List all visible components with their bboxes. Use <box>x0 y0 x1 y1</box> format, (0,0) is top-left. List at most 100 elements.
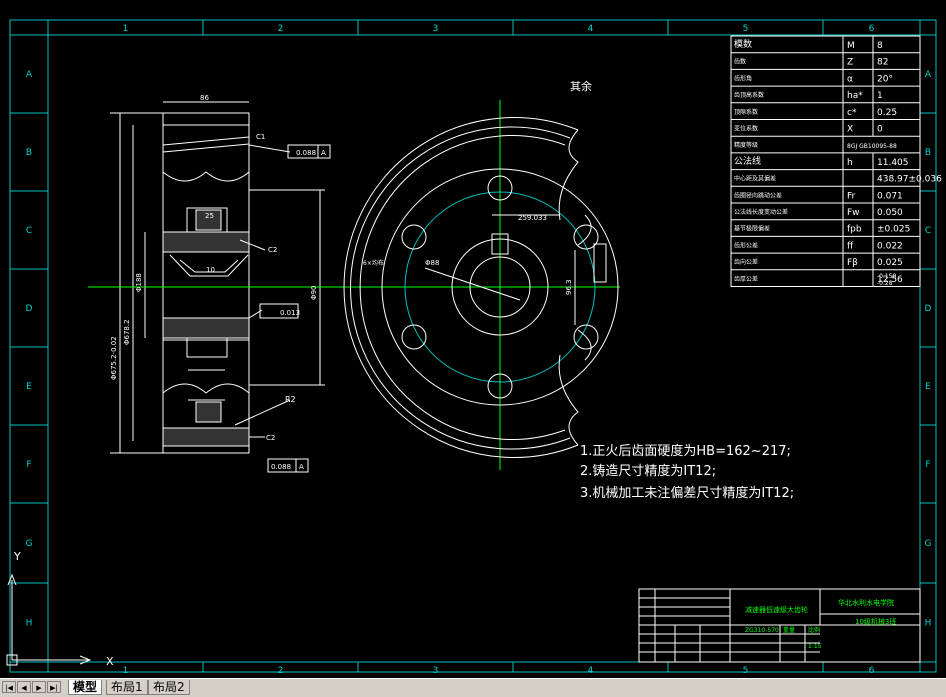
param-name: 公法线长度变动公差 <box>734 208 788 216</box>
param-symbol: h <box>847 158 853 168</box>
drawing-frame <box>9 19 937 673</box>
row-label: D <box>925 304 932 314</box>
dim-key-width: 25 <box>205 212 214 220</box>
first-tab-button[interactable]: |◀ <box>2 681 16 693</box>
tech-note-3: 3.机械加工未注偏差尺寸精度为IT12; <box>580 485 794 501</box>
param-symbol: ha* <box>847 91 863 101</box>
param-symbol: ff <box>847 241 854 251</box>
column-label: 2 <box>278 666 284 676</box>
prev-tab-button[interactable]: ◀ <box>17 681 31 693</box>
param-symbol: Fβ <box>847 258 858 268</box>
gear-front-view[interactable] <box>343 117 619 458</box>
tab-layout1[interactable]: 布局1 <box>106 680 148 695</box>
dim-hub-diameter: Φ188 <box>135 273 143 292</box>
row-label: B <box>925 148 931 158</box>
param-value: 11.405 <box>877 158 909 168</box>
dim-root-diameter: Φ678.2 <box>123 319 131 345</box>
param-name: 齿数 <box>734 58 746 66</box>
dim-bore-2: Φ88 <box>425 259 439 267</box>
section-view[interactable] <box>110 101 331 473</box>
tolerance-ref-1: A <box>321 149 326 157</box>
param-symbol: c* <box>847 108 857 118</box>
layout-tab-bar: |◀ ◀ ▶ ▶| 模型 布局1 布局2 <box>0 678 946 697</box>
param-symbol: Fr <box>847 191 856 201</box>
row-label: D <box>26 304 33 314</box>
title-block <box>638 588 921 663</box>
dim-holes: 6×均布 <box>363 259 384 267</box>
param-name: 齿形公差 <box>734 241 758 249</box>
row-label: F <box>925 460 930 470</box>
param-value: 1 <box>877 91 883 101</box>
row-label: A <box>26 70 33 80</box>
title-block-scale: 1:15 <box>808 643 822 650</box>
row-label: F <box>26 460 31 470</box>
dim-depth: 10 <box>206 266 215 274</box>
param-name: 齿圈径向跳动公差 <box>734 191 782 199</box>
param-symbol: Z <box>847 58 853 68</box>
surface-finish-rest-label: 其余 <box>570 79 592 93</box>
column-label: 5 <box>743 666 749 676</box>
column-label: 5 <box>743 24 749 34</box>
row-label: G <box>925 539 932 549</box>
dim-key-depth: 96.3 <box>565 279 573 295</box>
dim-bore-diameter: Φ90 <box>310 286 318 300</box>
param-value: 82 <box>877 58 888 68</box>
param-value: 0.025 <box>877 258 903 268</box>
title-block-school: 华北水利水电学院 <box>838 598 894 607</box>
param-symbol: Fw <box>847 208 860 218</box>
column-label: 3 <box>433 24 439 34</box>
param-symbol: X <box>847 125 853 135</box>
ucs-icon: Y X <box>6 550 114 668</box>
column-label: 6 <box>869 24 875 34</box>
param-symbol: α <box>847 74 853 84</box>
param-value: 438.97±0.036 <box>877 175 942 185</box>
param-value: 0.022 <box>877 241 903 251</box>
column-label: 3 <box>433 666 439 676</box>
title-block-material: ZG310-570 <box>745 627 779 634</box>
center-lines <box>88 100 620 470</box>
column-label: 4 <box>588 24 594 34</box>
tolerance-value-3: 0.088 <box>271 463 291 471</box>
tol-lower: -0.28 <box>877 280 893 287</box>
param-value: 20° <box>877 74 893 84</box>
dim-small-chamfer: C1 <box>256 133 265 141</box>
column-label: 1 <box>123 666 129 676</box>
column-label: 2 <box>278 24 284 34</box>
tech-note-2: 2.铸造尺寸精度为IT12; <box>580 463 716 479</box>
param-name: 精度等级 <box>734 141 758 149</box>
row-label: E <box>925 382 931 392</box>
param-name: 齿形角 <box>734 74 752 82</box>
param-name: 变位系数 <box>734 125 758 133</box>
last-tab-button[interactable]: ▶| <box>47 681 61 693</box>
param-value: 12.56 <box>877 275 903 285</box>
title-block-weight-label: 重量 <box>783 626 795 634</box>
param-value: 0 <box>877 125 883 135</box>
row-label: B <box>26 148 32 158</box>
tolerance-value-2: 0.013 <box>280 309 300 317</box>
ucs-y-label: Y <box>13 550 21 563</box>
tol-upper: -0.158 <box>877 273 897 280</box>
dim-keyway: 259.033 <box>518 214 547 222</box>
row-label: A <box>925 70 932 80</box>
param-value: ±0.025 <box>877 225 910 235</box>
tab-layout2[interactable]: 布局2 <box>148 680 190 695</box>
next-tab-button[interactable]: ▶ <box>32 681 46 693</box>
param-name: 模数 <box>734 38 752 50</box>
param-name: 齿顶高系数 <box>734 91 764 99</box>
param-symbol: fpb <box>847 225 862 235</box>
row-label: H <box>925 619 932 629</box>
param-value: 0.050 <box>877 208 903 218</box>
row-label: E <box>26 382 32 392</box>
title-block-drawing-name: 减速器低速级大齿轮 <box>745 605 808 614</box>
param-value: 0.071 <box>877 191 903 201</box>
row-label: C <box>26 226 32 236</box>
column-label: 4 <box>588 666 594 676</box>
tolerance-ref-3: A <box>299 463 304 471</box>
param-name: 齿向公差 <box>734 258 758 266</box>
param-symbol: M <box>847 41 855 51</box>
param-name: 顶隙系数 <box>734 108 758 116</box>
tab-model[interactable]: 模型 <box>68 680 103 695</box>
